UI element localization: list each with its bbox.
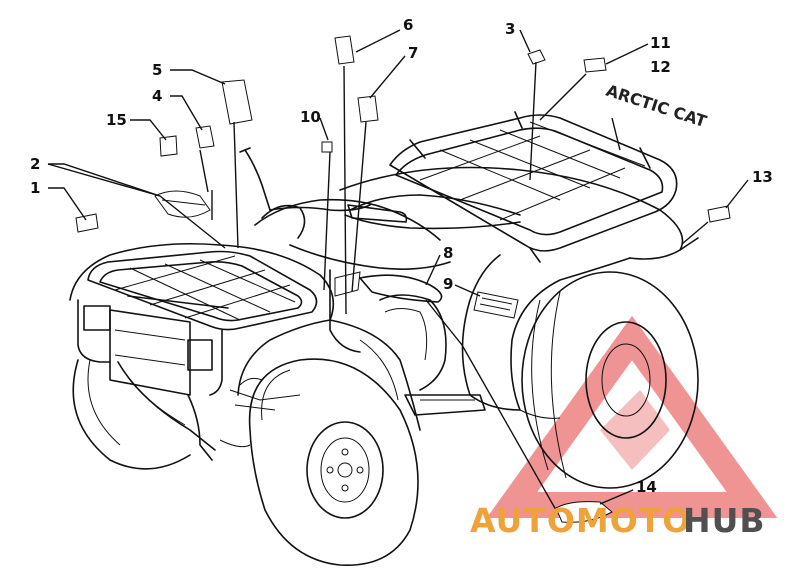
decal-5 (221, 79, 253, 125)
leader-lines (47, 29, 749, 511)
callout-6: 6 (403, 16, 413, 34)
handlebars (239, 147, 408, 239)
callout-labels: 1 2 3 4 5 6 7 8 9 10 11 12 13 14 15 (30, 16, 773, 496)
callout-10: 10 (300, 108, 321, 126)
decal-4 (195, 125, 215, 149)
decal-8 (359, 274, 443, 303)
rear-tire (521, 271, 699, 489)
front-right-tire (248, 358, 419, 566)
decal-14 (555, 501, 613, 523)
decal-9 (473, 291, 519, 319)
callout-5: 5 (152, 61, 162, 79)
watermark-text-automoto: AUTOMOTO (470, 501, 691, 540)
decal-3 (527, 49, 546, 65)
decal-6 (334, 35, 355, 65)
decal-13 (707, 205, 731, 223)
callout-11: 11 (650, 34, 671, 52)
callout-9: 9 (443, 275, 453, 293)
rear-rack (389, 111, 678, 263)
watermark-text-hub: HUB (683, 501, 766, 540)
undercarriage (219, 377, 301, 448)
decals (75, 35, 731, 523)
body (254, 194, 521, 416)
callout-7: 7 (408, 44, 418, 62)
callout-1: 1 (30, 179, 40, 197)
arctic-cat-text: ARCTIC CAT (604, 81, 709, 131)
front-fender (69, 242, 421, 431)
arctic-cat-fender-decal: ARCTIC CAT (604, 81, 709, 131)
callout-4: 4 (152, 87, 162, 105)
front-left-tire (72, 359, 191, 470)
decal-1 (75, 213, 99, 233)
callout-8: 8 (443, 244, 453, 262)
front-bumper (77, 299, 223, 461)
watermark-triangle-icon (486, 315, 778, 518)
watermark-logo: AUTOMOTO HUB (470, 501, 766, 540)
decal-10 (321, 141, 333, 153)
callout-12: 12 (650, 58, 671, 76)
front-rack (87, 250, 318, 331)
callout-2: 2 (30, 155, 40, 173)
callout-13: 13 (752, 168, 773, 186)
callout-15: 15 (106, 111, 127, 129)
callout-14: 14 (636, 478, 657, 496)
decal-11 (583, 57, 607, 73)
decal-15 (159, 135, 178, 157)
decal-2 (154, 190, 211, 218)
callout-3: 3 (505, 20, 515, 38)
decal-7 (357, 95, 379, 123)
rear-fender (339, 166, 699, 419)
